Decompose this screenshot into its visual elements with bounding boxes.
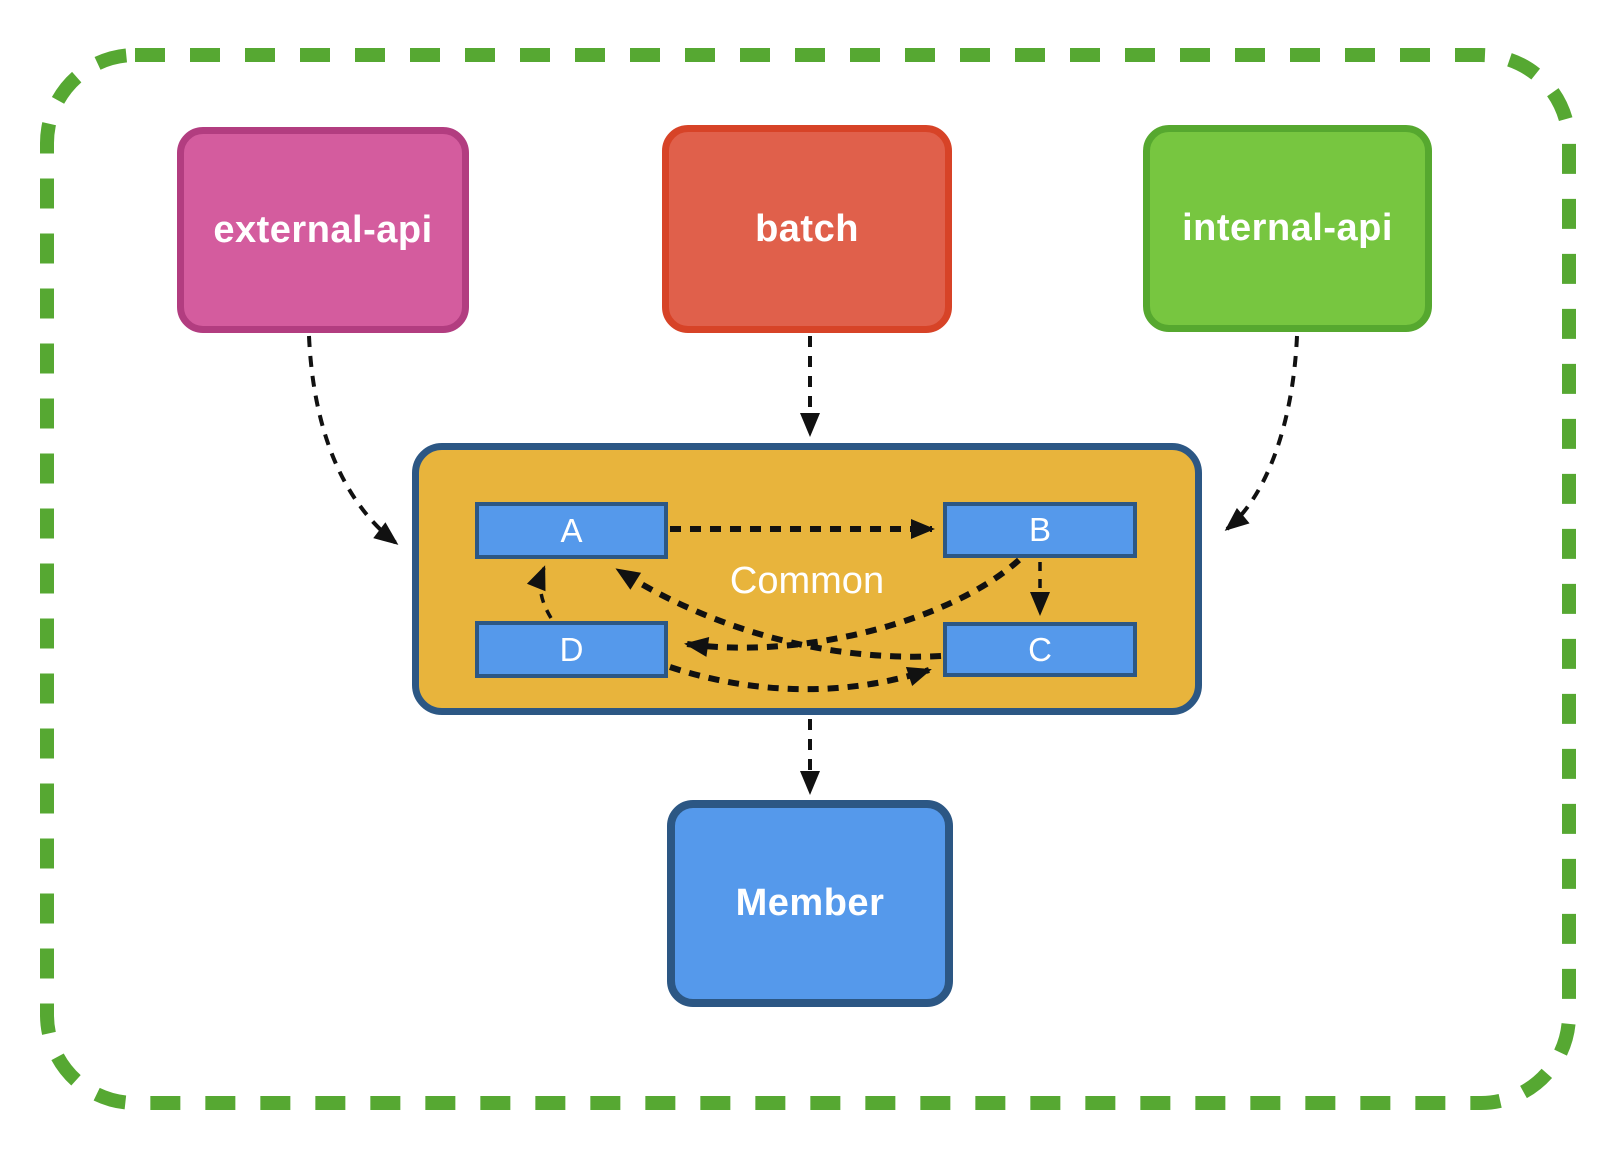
node-module-a-label: A (560, 511, 583, 549)
node-batch-label: batch (755, 207, 859, 250)
node-common: Common A B C D (412, 443, 1202, 715)
node-internal-api: internal-api (1143, 125, 1432, 332)
node-module-c: C (943, 622, 1137, 677)
node-module-d: D (475, 621, 668, 678)
node-module-b: B (943, 502, 1137, 558)
node-member-label: Member (735, 882, 885, 924)
node-internal-api-label: internal-api (1182, 207, 1393, 249)
node-external-api-label: external-api (213, 208, 433, 251)
node-module-c-label: C (1028, 630, 1052, 668)
node-common-label: Common (729, 560, 885, 602)
node-module-d-label: D (559, 630, 584, 668)
node-batch: batch (662, 125, 952, 333)
node-module-b-label: B (1028, 511, 1051, 548)
node-module-a: A (475, 502, 668, 559)
node-member: Member (667, 800, 953, 1007)
edge-external-api-to-common (307, 335, 399, 545)
edge-internal-api-to-common (1224, 335, 1299, 531)
node-external-api: external-api (177, 127, 469, 333)
